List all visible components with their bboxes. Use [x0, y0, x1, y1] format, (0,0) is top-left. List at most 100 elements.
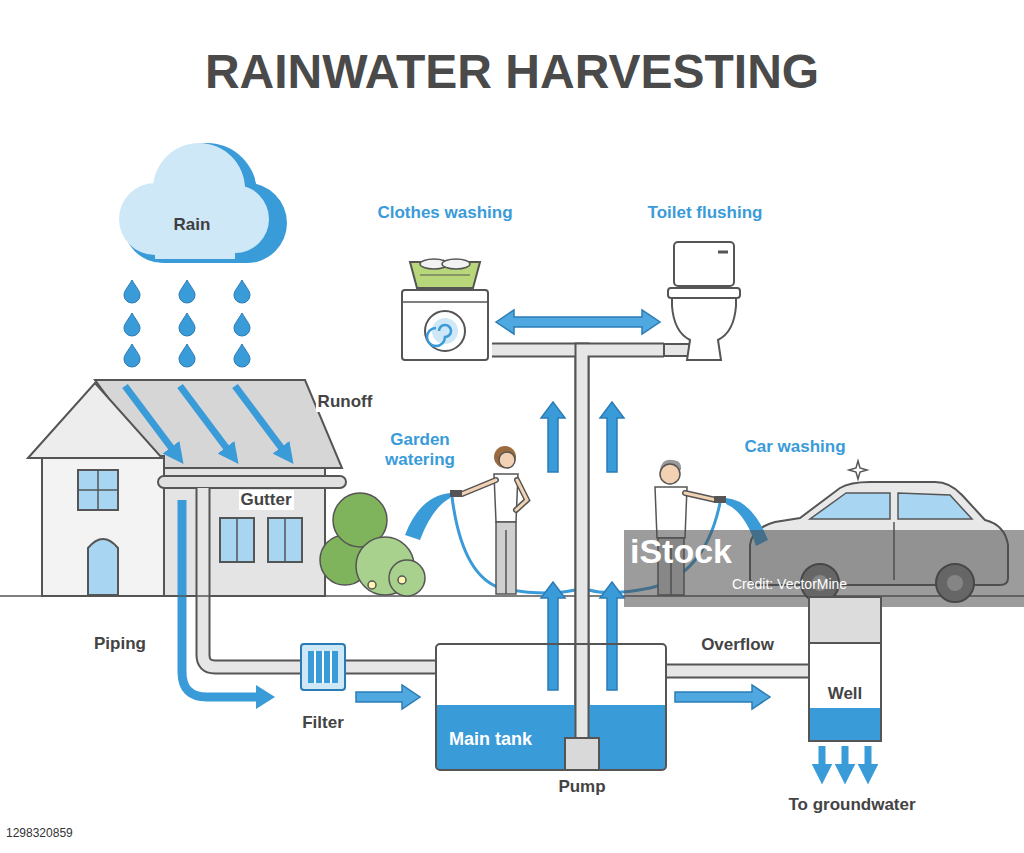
cloud-shape: Rain [95, 135, 295, 270]
woman-figure-part [516, 480, 527, 510]
car-part [810, 493, 890, 519]
washing-machine-outline-part [442, 259, 470, 269]
man-figure-part [714, 496, 726, 503]
washing-machine-outline-part [402, 290, 488, 360]
pipe-connector [346, 667, 435, 709]
man-figure-part [685, 493, 716, 500]
filter-box-outline-part [330, 651, 332, 683]
well-outline-part [810, 708, 880, 740]
house [28, 380, 346, 596]
up-flow-arrows-part [600, 582, 624, 690]
node-label: Rain [174, 215, 211, 235]
piping-flow-arrow-part [256, 685, 275, 709]
downpipe-part [203, 488, 300, 667]
woman-figure-part [462, 480, 496, 494]
car-part [898, 493, 972, 519]
filter-box-outline-part [308, 651, 338, 683]
toilet-outline-part [672, 298, 736, 360]
flow-arrow-shape [496, 310, 660, 334]
house-part [236, 518, 238, 562]
runoff-arrows [125, 386, 286, 454]
node-label: Toilet flushing [648, 203, 763, 223]
woman-figure-part [494, 446, 516, 468]
bush-part [398, 576, 406, 584]
house-part [78, 470, 118, 510]
edge-label: Overflow [699, 635, 776, 655]
man-figure-part [685, 493, 716, 500]
house-part [220, 518, 254, 562]
label-holder: Garden watering [370, 430, 470, 469]
edge-label-holder: Overflow [668, 635, 808, 655]
woman-figure-part [505, 530, 507, 594]
man-figure-part [660, 464, 680, 484]
runoff-arrows-part [235, 386, 286, 454]
watermark-text: Credit: VectorMine [732, 576, 847, 593]
watermark-band [624, 530, 1024, 607]
label-holder: Piping [80, 634, 160, 654]
well-outline-part [809, 597, 881, 741]
node-label: Pump [558, 777, 605, 797]
raindrops [124, 280, 250, 367]
toilet-outline-part [718, 251, 728, 254]
label-holder: To groundwater [772, 795, 932, 815]
pipe-outline [492, 350, 582, 737]
node-label: Well [828, 684, 863, 704]
washing-machine: Clothes washing [398, 258, 492, 362]
label-holder: 1298320859 [4, 826, 104, 840]
pipe-body [492, 350, 582, 737]
toilet: Toilet flushing [664, 240, 744, 362]
house-part [284, 518, 286, 562]
raindrops-part [234, 313, 250, 336]
well-outline [808, 596, 882, 742]
groundwater-arrows-part [865, 746, 872, 772]
piping-flow-arrow [182, 500, 275, 709]
bush-part [389, 560, 425, 596]
flow-arrow-shape [356, 685, 420, 709]
part-label: Gutter [239, 490, 294, 510]
bush-part [368, 581, 376, 589]
house-part [268, 518, 302, 562]
well: Well [808, 596, 882, 742]
house-part [158, 476, 346, 488]
raindrops-part [124, 344, 140, 367]
part-label: To groundwater [788, 795, 915, 815]
raindrops-part [124, 313, 140, 336]
diagram-title: RAINWATER HARVESTING [0, 46, 1024, 99]
main-tank-outline-part [577, 643, 588, 737]
downpipe-part [203, 488, 300, 667]
main-tank: Main tank [435, 643, 667, 771]
well-outline-part [809, 597, 881, 643]
cloud-shape-outline [95, 135, 295, 270]
woman-figure-part [450, 490, 462, 497]
runoff-arrows-part [180, 386, 231, 454]
up-flow-arrows-part [600, 402, 624, 472]
main-tank-outline-part [437, 705, 665, 769]
toilet-outline-part [674, 242, 734, 286]
house-part [42, 456, 164, 596]
label-holder: Credit: VectorMine [732, 576, 902, 593]
toilet-outline [664, 240, 744, 362]
pump-box-outline [564, 737, 600, 771]
raindrops-part [179, 313, 195, 336]
washing-machine-outline-part [425, 311, 465, 351]
raindrops-part [179, 280, 195, 303]
pipe-outline [346, 660, 435, 675]
house-part [28, 383, 162, 458]
pipe-body [667, 666, 808, 677]
node-label: Clothes washing [377, 203, 512, 223]
part-label: Garden watering [370, 430, 470, 469]
watermark-text: iStock [630, 531, 732, 572]
node-label: Filter [302, 713, 344, 733]
filter-box-outline-part [301, 644, 345, 690]
title-holder: RAINWATER HARVESTING [0, 46, 1024, 99]
main-tank-outline-part [575, 643, 590, 737]
raindrops-part [179, 344, 195, 367]
label-holder: Gutter [231, 490, 301, 510]
raindrops-part [234, 344, 250, 367]
pump-box-outline-part [565, 738, 599, 770]
filter-box-outline-part [322, 651, 324, 683]
piping-flow-arrow-part [182, 500, 258, 697]
woman-figure-part [405, 493, 450, 540]
pipe-connector [667, 671, 808, 709]
